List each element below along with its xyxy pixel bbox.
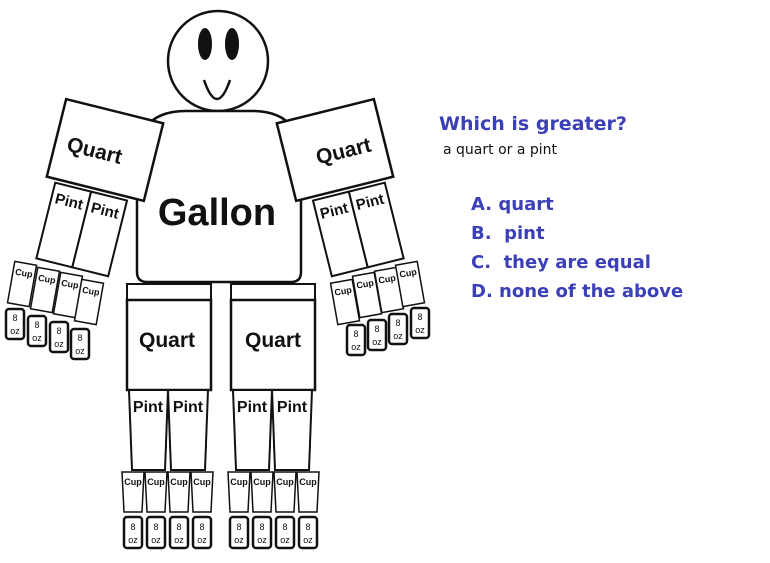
oz-number: 8 xyxy=(199,522,204,532)
left-foot-cups: Cup Cup Cup Cup xyxy=(121,471,214,513)
oz-unit: oz xyxy=(303,535,313,545)
left-eye-icon xyxy=(198,28,212,60)
oz-number: 8 xyxy=(153,522,158,532)
left-leg-pint xyxy=(127,389,170,471)
oz-unit: oz xyxy=(54,339,64,349)
oz-unit: oz xyxy=(257,535,267,545)
oz-unit: oz xyxy=(415,325,425,335)
head xyxy=(166,9,270,113)
cup-label: Cup xyxy=(147,477,165,487)
cup-label: Cup xyxy=(378,273,397,286)
cup-label: Cup xyxy=(170,477,188,487)
oz-unit: oz xyxy=(174,535,184,545)
oz-unit: oz xyxy=(128,535,138,545)
right-leg-quart xyxy=(229,298,317,392)
oz-number: 8 xyxy=(12,313,17,323)
cup-label: Cup xyxy=(81,285,100,298)
cup-label: Cup xyxy=(299,477,317,487)
oz-unit: oz xyxy=(10,326,20,336)
right-hand-cups: Cup Cup Cup Cup xyxy=(329,260,426,326)
oz-number: 8 xyxy=(130,522,135,532)
choice-d[interactable]: D. none of the above xyxy=(471,281,684,302)
oz-number: 8 xyxy=(34,320,39,330)
right-eye-icon xyxy=(225,28,239,60)
oz-number: 8 xyxy=(417,312,422,322)
cup-label: Cup xyxy=(334,285,353,298)
cup-label: Cup xyxy=(399,267,418,280)
right-arm-quart: Quart xyxy=(275,97,395,203)
right-foot-cups: Cup Cup Cup Cup xyxy=(227,471,320,513)
oz-number: 8 xyxy=(305,522,310,532)
choice-b[interactable]: B. pint xyxy=(471,223,545,244)
oz-number: 8 xyxy=(395,318,400,328)
oz-number: 8 xyxy=(282,522,287,532)
right-arm-pint-label: Pint xyxy=(318,200,350,223)
cup-label: Cup xyxy=(276,477,294,487)
oz-unit: oz xyxy=(372,337,382,347)
oz-number: 8 xyxy=(353,329,358,339)
right-foot-ounces: 8 oz 8 oz 8 oz 8 oz xyxy=(228,515,319,550)
left-leg-pint-label: Pint xyxy=(173,399,204,416)
right-leg-pint xyxy=(231,389,274,471)
right-leg-pint xyxy=(270,389,314,471)
right-arm: Quart Pint Pint xyxy=(275,97,405,278)
cup-label: Cup xyxy=(37,273,56,286)
choice-a[interactable]: A. quart xyxy=(471,194,554,215)
left-arm-pint-label: Pint xyxy=(53,190,85,213)
oz-unit: oz xyxy=(234,535,244,545)
smile-icon xyxy=(202,79,232,101)
oz-unit: oz xyxy=(351,342,361,352)
left-arm-pints: Pint Pint xyxy=(35,181,129,278)
question-subtitle: a quart or a pint xyxy=(443,142,558,158)
left-arm-quart: Quart xyxy=(45,97,165,203)
oz-number: 8 xyxy=(374,324,379,334)
right-hand-ounces: 8 oz 8 oz 8 oz 8 oz xyxy=(345,306,431,357)
cup-label: Cup xyxy=(60,278,79,291)
left-leg-quart-label: Quart xyxy=(139,329,195,352)
oz-number: 8 xyxy=(176,522,181,532)
oz-number: 8 xyxy=(259,522,264,532)
cup-label: Cup xyxy=(253,477,271,487)
oz-unit: oz xyxy=(75,346,85,356)
question-title: Which is greater? xyxy=(439,113,627,135)
oz-unit: oz xyxy=(197,535,207,545)
oz-number: 8 xyxy=(77,333,82,343)
oz-unit: oz xyxy=(280,535,290,545)
left-leg: Quart Pint Pint Cup Cup Cup Cup 8 xyxy=(121,283,214,550)
left-foot-ounces: 8 oz 8 oz 8 oz 8 oz xyxy=(122,515,213,550)
oz-unit: oz xyxy=(393,331,403,341)
cup-label: Cup xyxy=(193,477,211,487)
right-arm-pint-label: Pint xyxy=(354,191,386,214)
left-leg-quart xyxy=(125,298,213,392)
left-hand-cups: Cup Cup Cup Cup xyxy=(6,260,105,326)
cup-label: Cup xyxy=(124,477,142,487)
cup-label: Cup xyxy=(14,267,33,280)
cup-label: Cup xyxy=(356,278,375,291)
right-hip-cap xyxy=(230,283,316,301)
right-leg-quart-label: Quart xyxy=(245,329,301,352)
left-arm: Quart Pint Pint xyxy=(35,97,165,278)
left-hip-cap xyxy=(126,283,212,301)
oz-unit: oz xyxy=(32,333,42,343)
cup-label: Cup xyxy=(230,477,248,487)
gallon-label: Gallon xyxy=(158,192,276,234)
right-arm-pints: Pint Pint xyxy=(311,181,405,278)
left-arm-pint-label: Pint xyxy=(89,199,121,222)
head-circle xyxy=(166,9,270,113)
oz-unit: oz xyxy=(151,535,161,545)
torso-gallon: Gallon xyxy=(135,109,303,284)
oz-number: 8 xyxy=(56,326,61,336)
right-leg: Quart Pint Pint Cup Cup Cup Cup 8 xyxy=(227,283,320,550)
right-leg-pint-label: Pint xyxy=(277,399,308,416)
choice-c[interactable]: C. they are equal xyxy=(471,252,651,273)
left-leg-pint-label: Pint xyxy=(133,399,164,416)
right-leg-pint-label: Pint xyxy=(237,399,268,416)
oz-number: 8 xyxy=(236,522,241,532)
left-leg-pint xyxy=(166,389,210,471)
left-hand-ounces: 8 oz 8 oz 8 oz 8 oz xyxy=(4,307,91,361)
answer-choices: A. quart B. pint C. they are equal D. no… xyxy=(471,190,683,306)
